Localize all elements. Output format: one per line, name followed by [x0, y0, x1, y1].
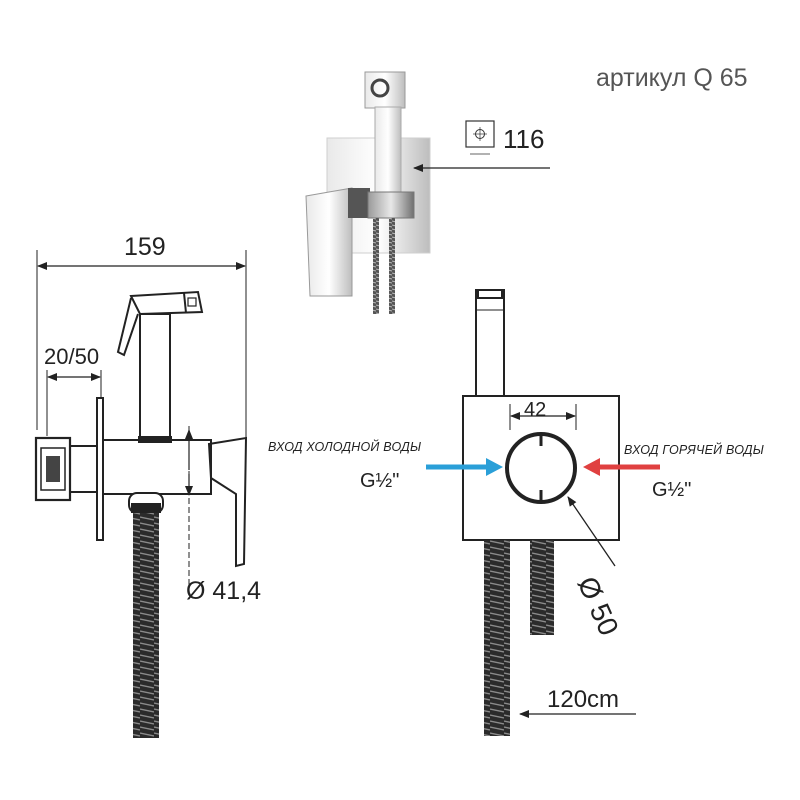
front-view-hoses — [484, 540, 554, 736]
cold-inlet-arrow — [426, 458, 503, 476]
cold-inlet-label: ВХОД ХОЛОДНОЙ ВОДЫ — [268, 440, 422, 454]
cold-thread-label: G½" — [360, 470, 400, 492]
plate-size-label: 116 — [503, 124, 545, 154]
body-diameter-label: Ø 41,4 — [186, 577, 262, 605]
overall-length-label: 159 — [124, 233, 166, 261]
side-view — [34, 250, 248, 598]
plate-size-indicator — [413, 120, 550, 172]
inner-distance-label: 42 — [524, 399, 547, 421]
wall-offset-label: 20/50 — [44, 344, 100, 369]
front-view — [462, 289, 636, 718]
side-view-hose — [133, 513, 159, 738]
article-number: артикул Q 65 — [596, 64, 748, 92]
hot-inlet-label: ВХОД ГОРЯЧЕЙ ВОДЫ — [624, 443, 765, 457]
hose-length-label: 120cm — [547, 686, 620, 713]
product-photo — [305, 71, 431, 314]
hot-inlet-arrow — [583, 458, 660, 476]
hot-thread-label: G½" — [652, 479, 692, 501]
